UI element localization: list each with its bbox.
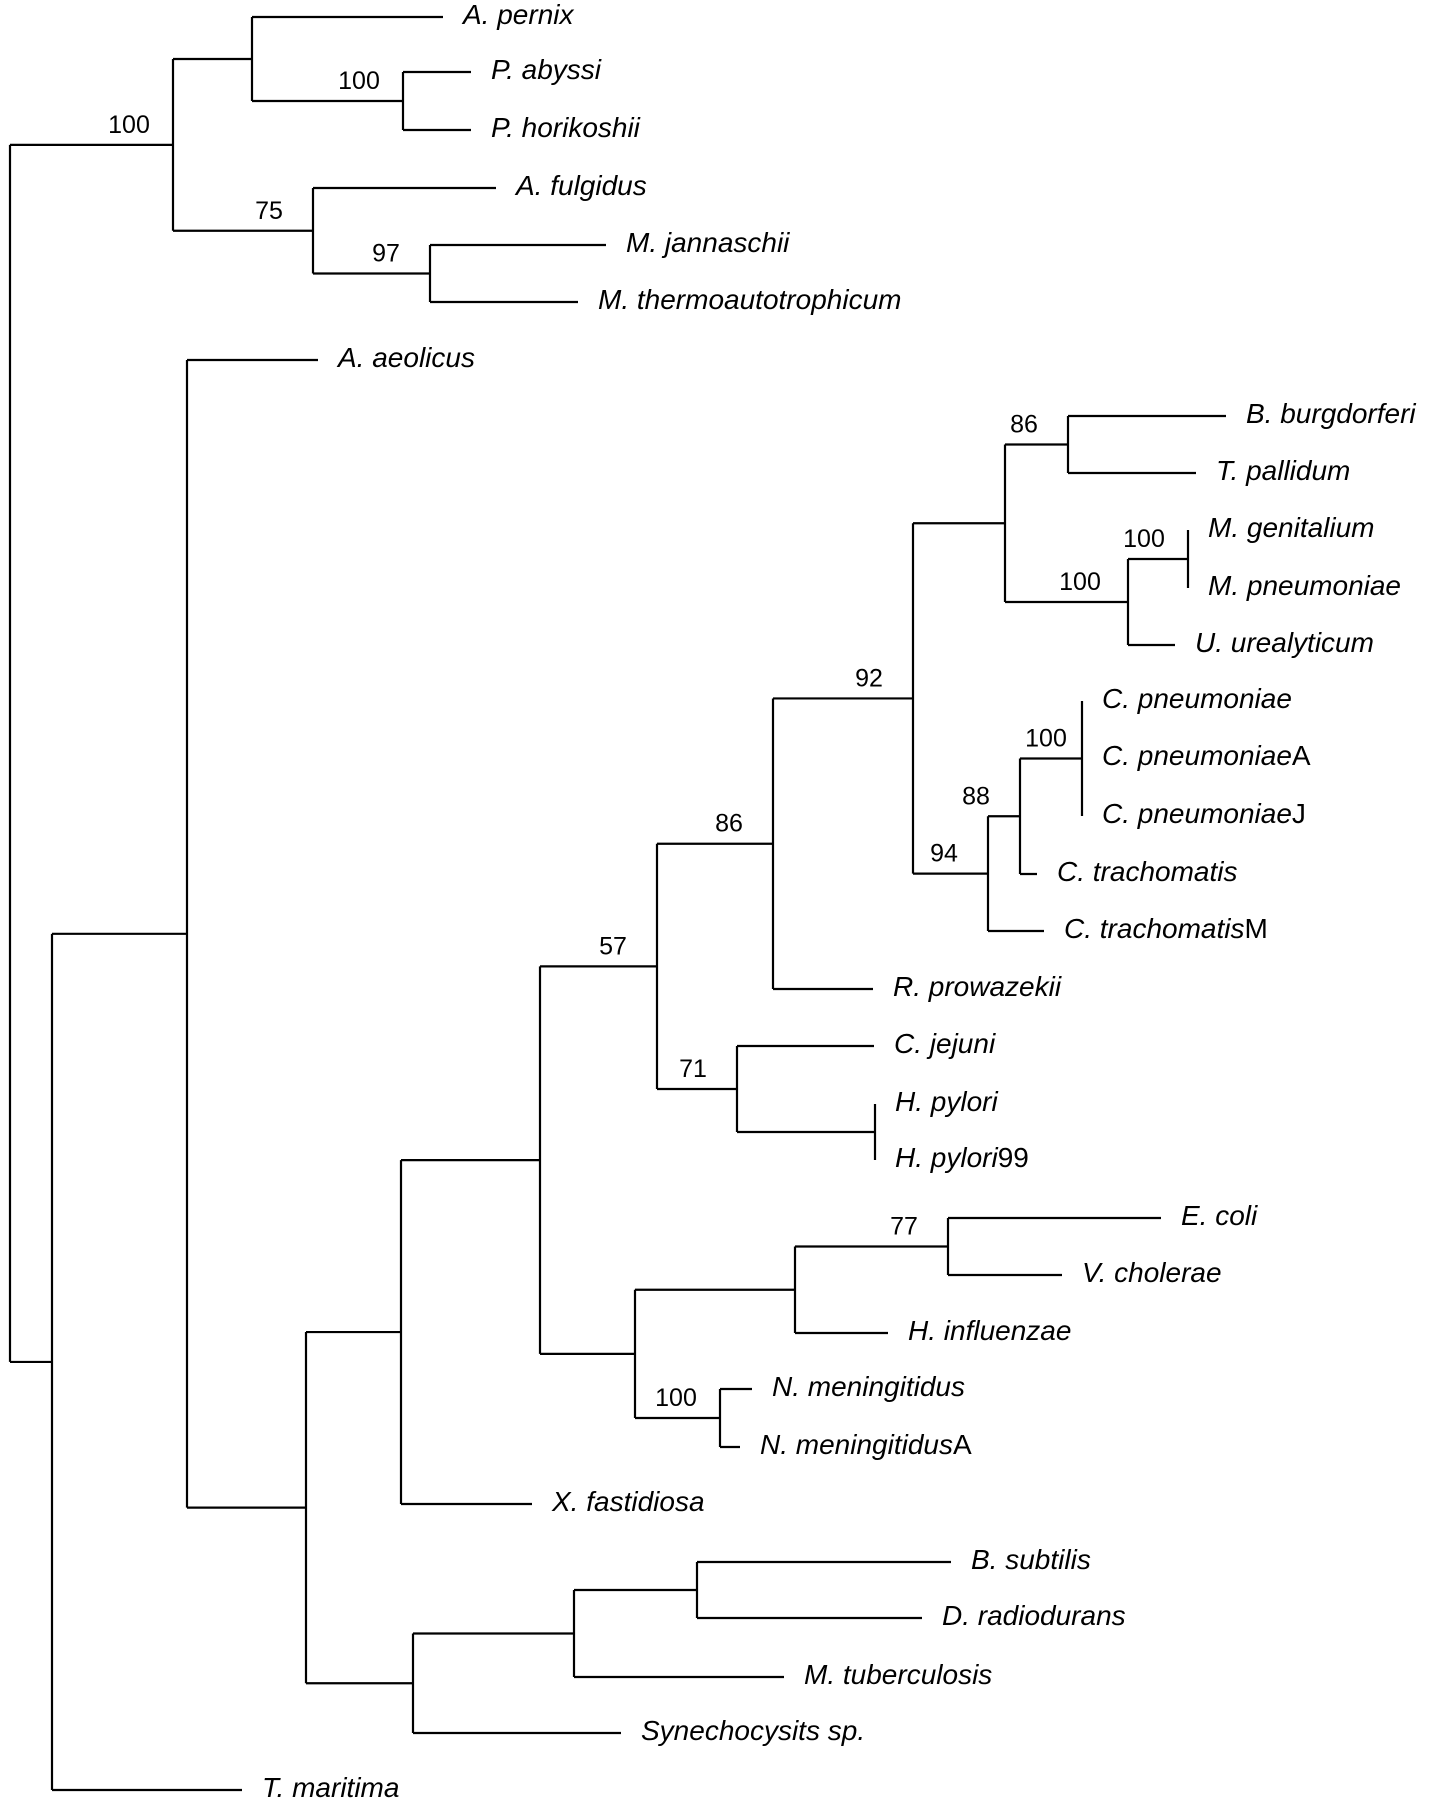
taxon-label: A. fulgidus [514, 170, 647, 201]
taxon-name: P. abyssi [491, 54, 602, 85]
taxon-label: A. aeolicus [336, 342, 475, 373]
taxon-label: T. maritima [262, 1772, 399, 1800]
taxon-label: A. pernix [461, 0, 574, 30]
bootstrap-support: 100 [655, 1384, 697, 1412]
bootstrap-support: 100 [1025, 725, 1067, 753]
taxon-name: U. urealyticum [1195, 627, 1374, 658]
taxon-label: N. meningitidusA [760, 1429, 972, 1460]
taxon-label: M. tuberculosis [804, 1659, 992, 1690]
bootstrap-support: 100 [108, 111, 150, 139]
bootstrap-support: 75 [255, 197, 283, 225]
strain-suffix: A [1292, 740, 1311, 771]
taxon-label: H. pylori99 [895, 1142, 1029, 1173]
taxon-name: D. radiodurans [942, 1600, 1126, 1631]
taxon-name: C. pneumoniae [1102, 740, 1292, 771]
taxon-label: H. influenzae [908, 1315, 1071, 1346]
taxon-name: H. pylori [895, 1086, 998, 1117]
taxon-label: B. subtilis [971, 1544, 1091, 1575]
bootstrap-support: 100 [338, 67, 380, 95]
bootstrap-support: 92 [855, 664, 883, 692]
taxon-name: H. pylori [895, 1142, 998, 1173]
strain-suffix: J [1292, 798, 1306, 829]
taxon-label: C. pneumoniaeJ [1102, 798, 1306, 829]
taxon-label: D. radiodurans [942, 1600, 1126, 1631]
taxon-name: T. pallidum [1216, 455, 1350, 486]
taxon-label: M. pneumoniae [1208, 570, 1401, 601]
taxon-label: C. pneumoniae [1102, 683, 1292, 714]
taxon-name: H. influenzae [908, 1315, 1071, 1346]
taxon-name: M. tuberculosis [804, 1659, 992, 1690]
taxon-label: C. trachomatisM [1064, 913, 1268, 944]
taxon-label: M. thermoautotrophicum [598, 284, 901, 315]
bootstrap-support: 86 [1010, 411, 1038, 439]
taxon-label: P. horikoshii [491, 112, 641, 143]
bootstrap-support: 71 [679, 1055, 707, 1083]
taxon-name: C. jejuni [894, 1028, 996, 1059]
bootstrap-support: 100 [1123, 525, 1165, 553]
taxon-label: P. abyssi [491, 54, 602, 85]
taxon-name: N. meningitidus [760, 1429, 953, 1460]
taxon-name: X. fastidiosa [551, 1486, 705, 1517]
taxon-name: B. subtilis [971, 1544, 1091, 1575]
taxon-name: M. jannaschii [626, 227, 790, 258]
taxon-label: Synechocysits sp. [641, 1715, 865, 1746]
taxon-label: R. prowazekii [893, 971, 1062, 1002]
taxon-label: H. pylori [895, 1086, 998, 1117]
bootstrap-support: 94 [930, 840, 958, 868]
taxon-label: V. cholerae [1082, 1257, 1222, 1288]
taxon-label: C. pneumoniaeA [1102, 740, 1311, 771]
strain-suffix: A [953, 1429, 972, 1460]
taxon-label: M. jannaschii [626, 227, 790, 258]
strain-suffix: 99 [998, 1142, 1029, 1173]
taxon-label: X. fastidiosa [551, 1486, 705, 1517]
taxon-label: T. pallidum [1216, 455, 1350, 486]
bootstrap-support: 88 [962, 782, 990, 810]
taxon-name: R. prowazekii [893, 971, 1062, 1002]
bootstrap-support: 57 [599, 932, 627, 960]
taxon-name: V. cholerae [1082, 1257, 1222, 1288]
taxon-name: M. pneumoniae [1208, 570, 1401, 601]
taxon-name: A. fulgidus [514, 170, 647, 201]
taxon-name: P. horikoshii [491, 112, 641, 143]
taxon-label: N. meningitidus [772, 1371, 965, 1402]
bootstrap-support: 100 [1059, 568, 1101, 596]
taxon-name: C. pneumoniae [1102, 683, 1292, 714]
taxon-name: E. coli [1181, 1200, 1258, 1231]
strain-suffix: M [1245, 913, 1268, 944]
taxon-name: Synechocysits sp. [641, 1715, 865, 1746]
taxon-label: E. coli [1181, 1200, 1258, 1231]
taxon-name: M. thermoautotrophicum [598, 284, 901, 315]
bootstrap-support: 97 [372, 240, 400, 268]
taxon-name: N. meningitidus [772, 1371, 965, 1402]
taxon-name: C. pneumoniae [1102, 798, 1292, 829]
taxon-name: A. pernix [461, 0, 574, 30]
taxon-name: A. aeolicus [336, 342, 475, 373]
taxon-name: C. trachomatis [1057, 856, 1238, 887]
taxon-name: M. genitalium [1208, 512, 1375, 543]
bootstrap-support: 77 [890, 1213, 918, 1241]
taxon-name: B. burgdorferi [1246, 398, 1416, 429]
taxon-label: M. genitalium [1208, 512, 1375, 543]
taxon-label: C. trachomatis [1057, 856, 1238, 887]
taxon-label: C. jejuni [894, 1028, 996, 1059]
taxon-label: B. burgdorferi [1246, 398, 1416, 429]
taxon-name: T. maritima [262, 1772, 399, 1800]
taxon-name: C. trachomatis [1064, 913, 1245, 944]
taxon-label: U. urealyticum [1195, 627, 1374, 658]
bootstrap-support: 86 [715, 810, 743, 838]
